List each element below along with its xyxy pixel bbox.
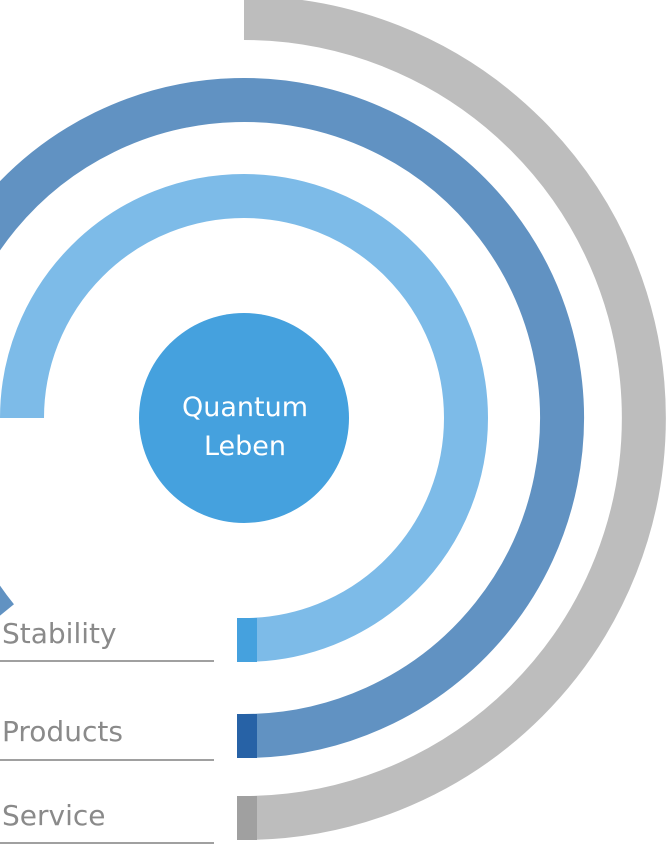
center-title-line1: Quantum: [182, 392, 308, 423]
accent-service: [237, 796, 257, 840]
arc-stability: [0, 174, 488, 662]
center-title-line2: Leben: [204, 431, 286, 462]
accent-products: [237, 714, 257, 758]
legend-label-service: Service: [2, 799, 105, 832]
legend-label-stability: Stability: [2, 617, 117, 650]
arc-products: [0, 78, 584, 758]
accent-stability: [237, 618, 257, 662]
arc-service: [243, 0, 666, 840]
accent-group: [237, 618, 257, 840]
center-circle: [139, 313, 349, 523]
legend-label-products: Products: [2, 715, 123, 748]
